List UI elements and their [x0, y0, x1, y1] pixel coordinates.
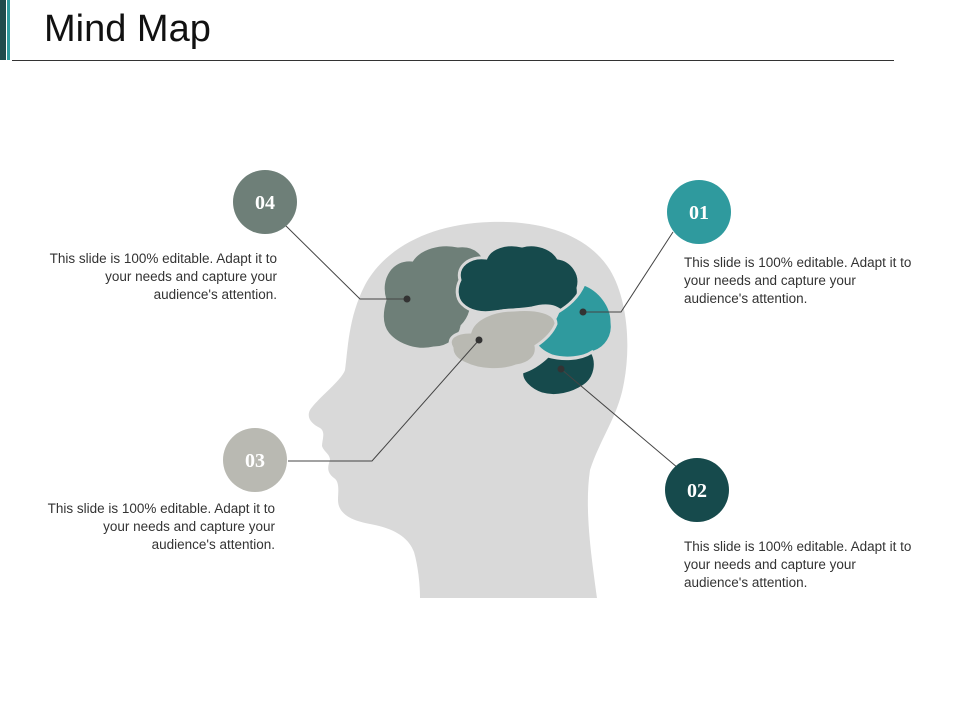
- anchor-dot-04: [403, 295, 411, 303]
- node-04: 04: [233, 170, 297, 234]
- node-02: 02: [665, 458, 729, 522]
- connector-04: [283, 223, 407, 300]
- anchor-dots: [403, 295, 587, 373]
- accent-bar-dark: [0, 0, 6, 60]
- node-01-description: This slide is 100% editable. Adapt it to…: [684, 255, 912, 306]
- node-02-label: 02: [687, 480, 707, 502]
- anchor-dot-02: [557, 365, 565, 373]
- anchor-dot-01: [579, 308, 587, 316]
- connector-01: [583, 231, 674, 313]
- node-01: 01: [667, 180, 731, 244]
- node-04-circle: [233, 170, 297, 234]
- node-04-description: This slide is 100% editable. Adapt it to…: [49, 251, 277, 302]
- brain-lobe-02: [520, 349, 597, 398]
- accent-bar-teal: [7, 0, 10, 60]
- node-02-description: This slide is 100% editable. Adapt it to…: [684, 539, 912, 590]
- connector-lines: [283, 223, 679, 469]
- connector-02: [560, 368, 679, 469]
- node-03-description: This slide is 100% editable. Adapt it to…: [47, 501, 275, 552]
- connector-03: [288, 339, 480, 462]
- node-01-circle: [667, 180, 731, 244]
- node-01-label: 01: [689, 202, 709, 224]
- node-03: 03: [223, 428, 287, 492]
- node-02-circle: [665, 458, 729, 522]
- page-title: Mind Map: [44, 8, 211, 50]
- node-03-label: 03: [245, 450, 265, 472]
- brain-lobe-03: [448, 308, 558, 372]
- title-divider: [12, 60, 894, 61]
- node-04-label: 04: [255, 192, 275, 214]
- anchor-dot-03: [475, 336, 483, 344]
- node-03-circle: [223, 428, 287, 492]
